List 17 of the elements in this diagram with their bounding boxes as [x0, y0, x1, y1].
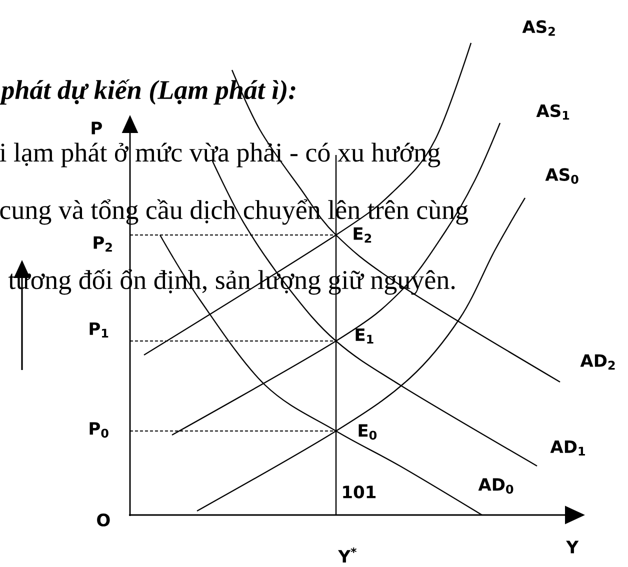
axis-label: P$_{2}$ [94, 236, 112, 252]
axis-label: P$_{0}$ [90, 422, 108, 438]
axis-label: 101 [343, 486, 376, 498]
curve-label: AS$_{1}$ [536, 104, 570, 120]
point-label: E$_{1}$ [356, 328, 374, 344]
curve-label: AS$_{2}$ [522, 20, 555, 36]
curve-label: AD$_{2}$ [580, 354, 615, 370]
curve-label: AD$_{0}$ [478, 478, 514, 494]
axis-label: P$_{1}$ [90, 322, 108, 338]
axis-label: O [97, 514, 110, 526]
curve-label: AD$_{1}$ [550, 440, 585, 456]
curve-label: AS$_{0}$ [545, 168, 578, 184]
point-label: E$_{2}$ [354, 227, 372, 243]
axis-label: Y$^{*}$ [338, 547, 356, 563]
axis-label: Y [566, 540, 579, 554]
axis-label: P [92, 122, 102, 134]
point-label: E$_{0}$ [358, 424, 377, 440]
